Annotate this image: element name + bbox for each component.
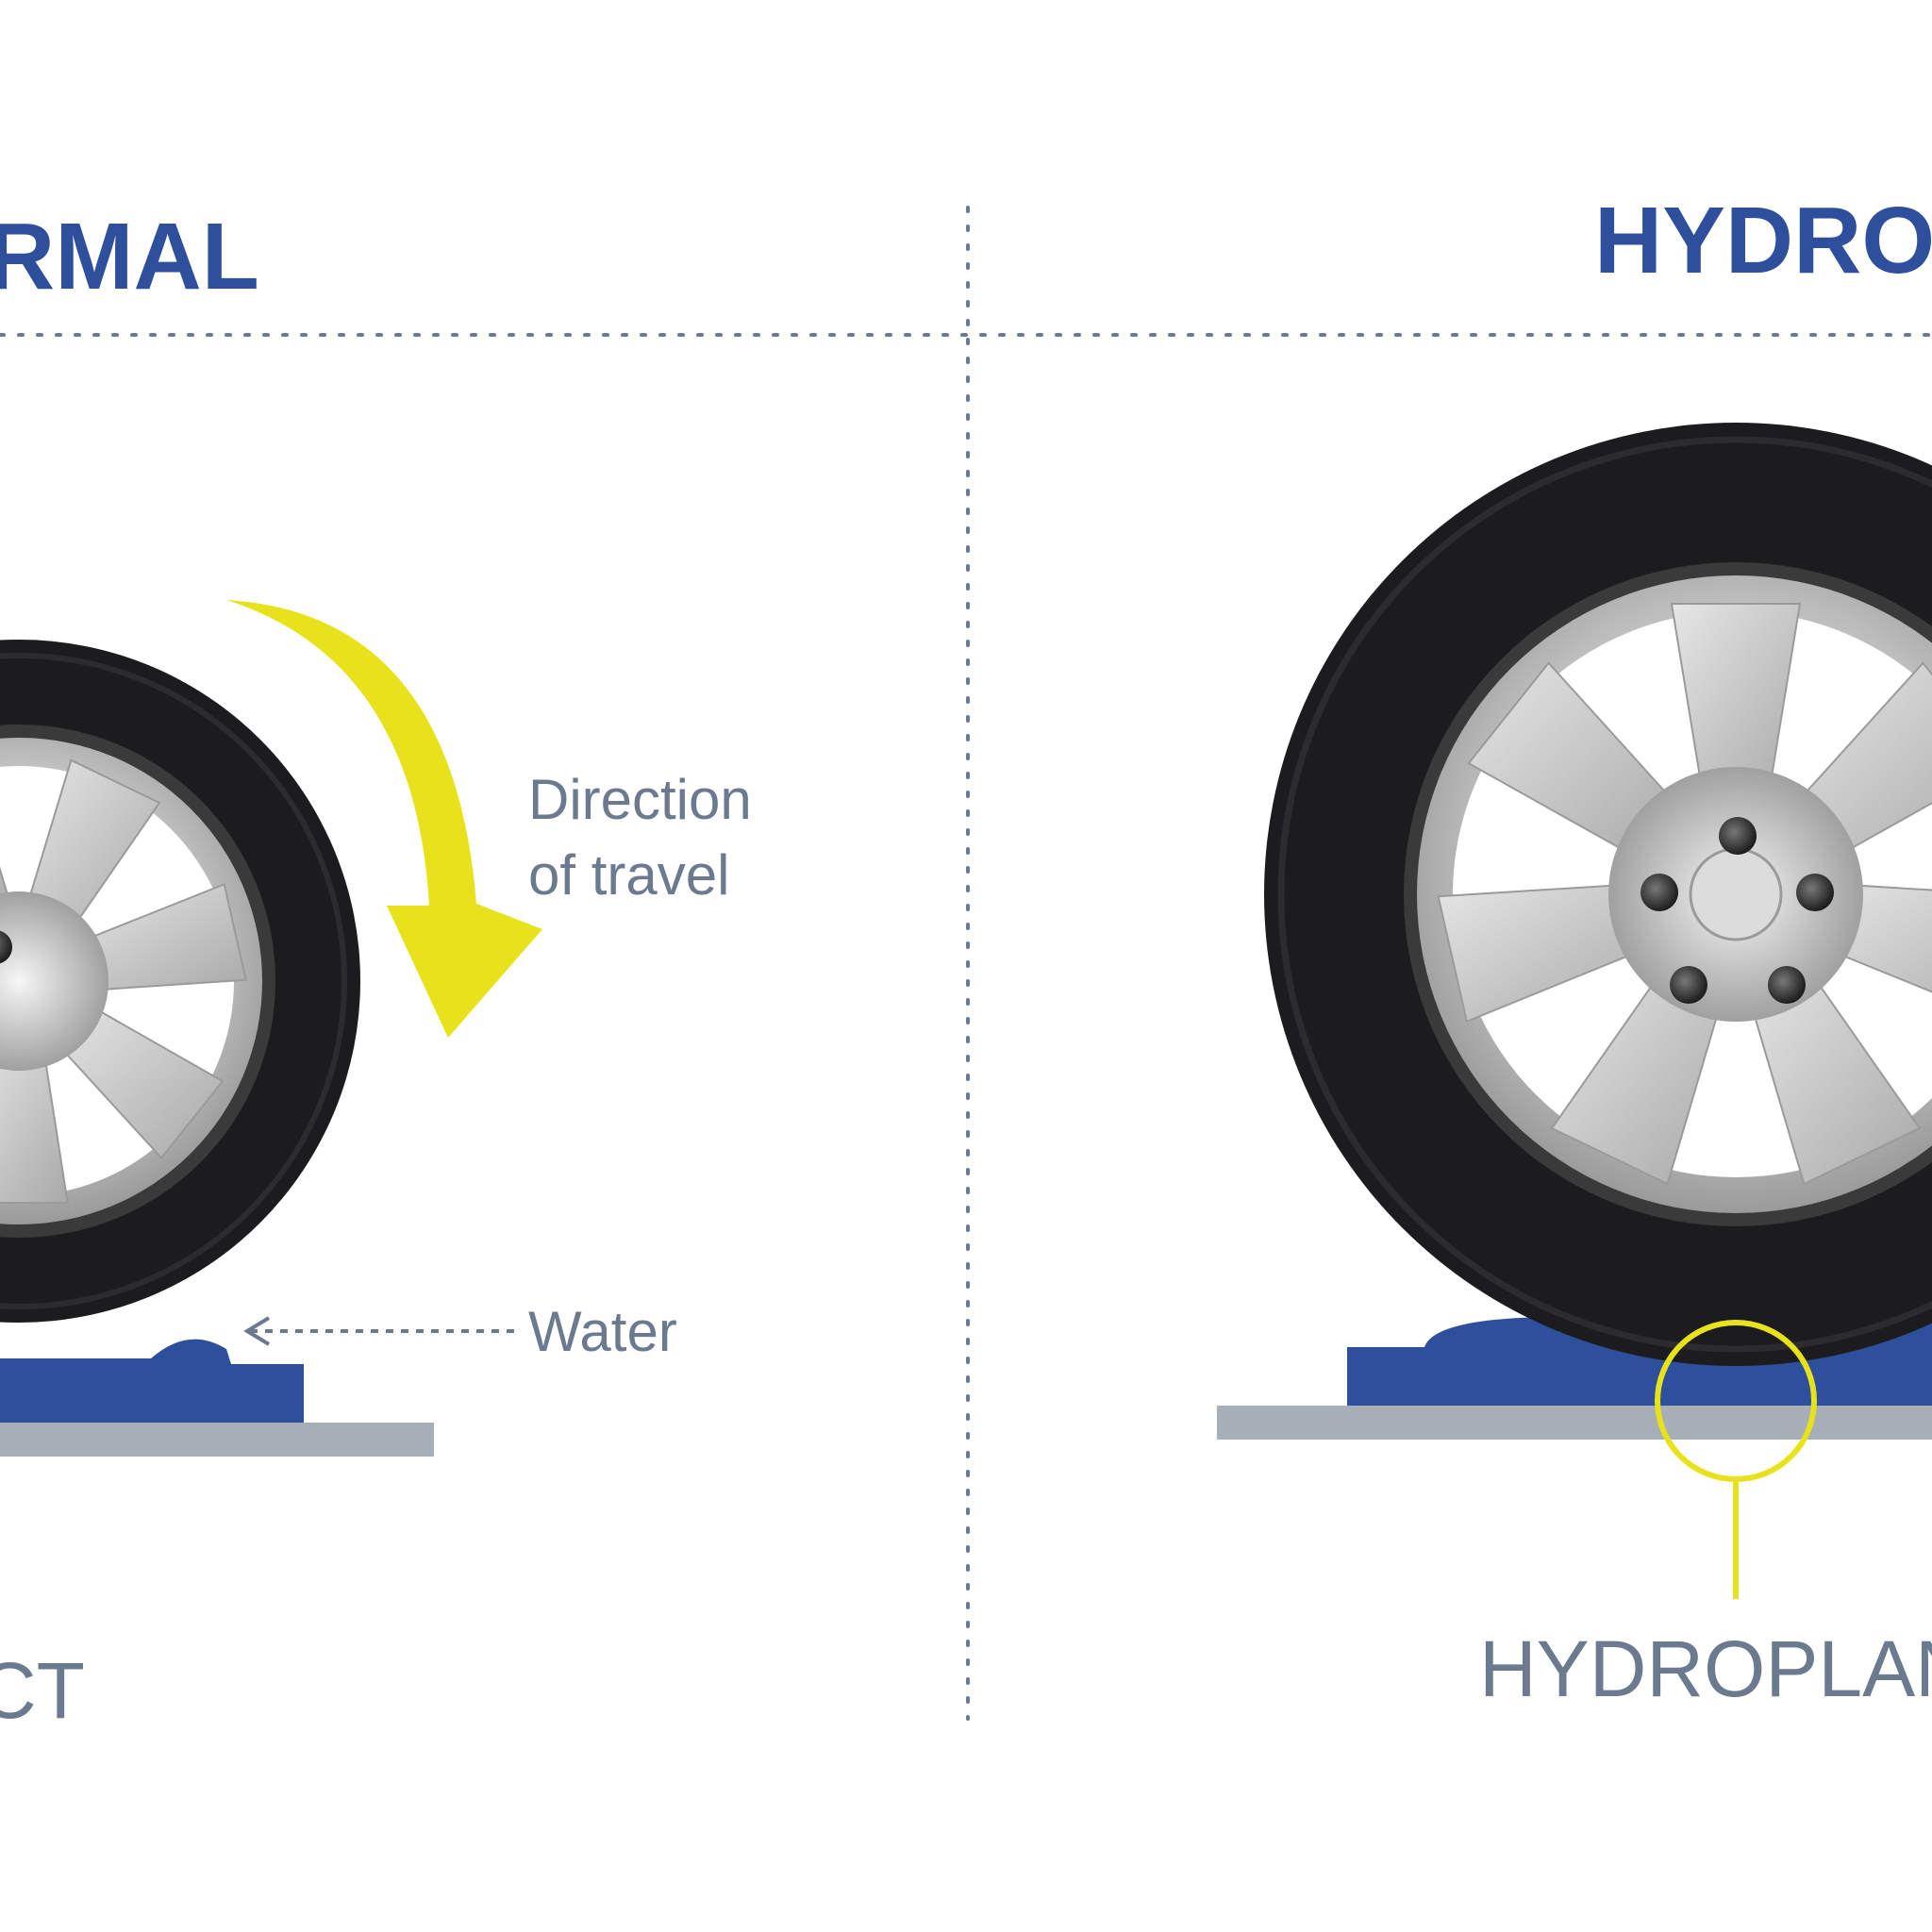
left-lug-nut [0,930,12,964]
direction-of-travel-label-line1: Direction [528,768,752,831]
hydroplaning-scene [1217,423,1932,1599]
left-wheel [0,640,360,1323]
right-lug-nut [1641,874,1678,911]
normal-scene [0,600,542,1457]
right-lug-nut [1719,817,1757,855]
right-lug-nut [1670,966,1707,1004]
right-lug-nut [1768,966,1806,1004]
right-spokes [1437,603,1932,1186]
left-road [0,1423,434,1457]
water-pointer-arrow [243,1316,271,1346]
hydroplaning-title: HYDROP [1594,188,1932,293]
right-wheel [1264,423,1932,1366]
hydroplaning-caption: HYDROPLAN [1479,1624,1932,1713]
normal-caption: CT [0,1646,85,1735]
left-water [0,1339,304,1423]
normal-title: RMAL [0,204,259,309]
right-lug-nut [1796,874,1834,911]
right-road [1217,1406,1932,1440]
direction-arrow [226,600,542,1038]
direction-of-travel-label-line2: of travel [528,843,730,907]
water-label: Water [528,1300,677,1363]
